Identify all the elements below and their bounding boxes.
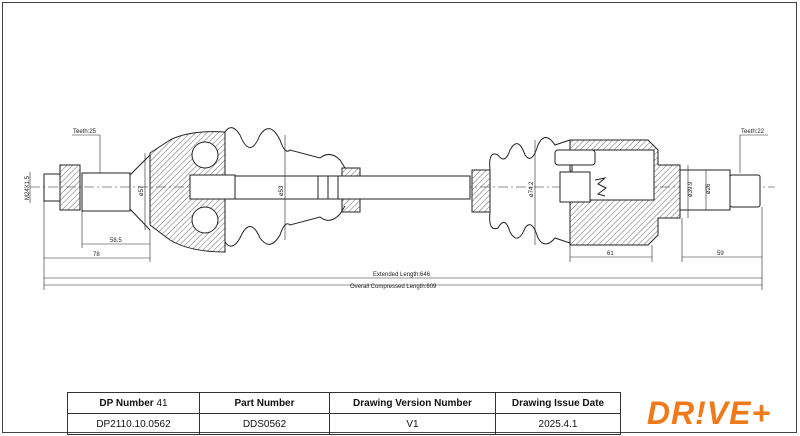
issue-date-header: Drawing Issue Date bbox=[495, 392, 621, 414]
version-value: V1 bbox=[329, 413, 496, 435]
left-stub-shaft bbox=[81, 172, 131, 212]
dim-61: 61 bbox=[607, 251, 614, 257]
dim-58-5: 58.5 bbox=[110, 238, 122, 244]
version-header: Drawing Version Number bbox=[329, 392, 496, 414]
right-boot-bottom bbox=[489, 211, 571, 245]
dim-78: 78 bbox=[93, 252, 100, 258]
tripod-roller bbox=[554, 149, 596, 166]
left-teeth-label: Teeth:25 bbox=[73, 129, 97, 135]
main-shaft bbox=[234, 175, 471, 200]
right-boot-top bbox=[489, 137, 571, 171]
compressed-length: Overall Compressed Length:609 bbox=[350, 284, 437, 290]
issue-date-value: 2025.4.1 bbox=[495, 413, 621, 435]
right-teeth-label: Teeth:22 bbox=[741, 129, 765, 135]
dp-number-value: DP2110.10.0562 bbox=[67, 413, 200, 435]
extended-length: Extended Length:646 bbox=[373, 272, 431, 278]
left-boot-diameter: ø53 bbox=[279, 185, 285, 196]
drive-plus-logo: DR!VE+ bbox=[646, 394, 772, 431]
nut bbox=[43, 173, 61, 202]
right-boot-clamp bbox=[471, 169, 491, 213]
left-boot-bottom bbox=[224, 205, 346, 247]
thread-label: M24X1.5 bbox=[25, 175, 31, 200]
right-stub-diameter: ø26 bbox=[706, 183, 712, 194]
left-housing-diameter: ø57 bbox=[139, 185, 145, 196]
title-block: DP Number 41 Part Number Drawing Version… bbox=[67, 392, 621, 435]
right-spigot-diameter: ø39.9 bbox=[688, 181, 694, 197]
part-number-header: Part Number bbox=[199, 392, 330, 414]
right-stub-shaft bbox=[679, 169, 731, 211]
dp-number-header: DP Number 41 bbox=[67, 392, 200, 414]
dim-59: 59 bbox=[717, 251, 724, 257]
right-boot-diameter: ø74.2 bbox=[529, 181, 535, 197]
part-number-value: DDS0562 bbox=[199, 413, 330, 435]
left-boot-top bbox=[224, 127, 346, 169]
nut-hatched bbox=[59, 164, 81, 211]
